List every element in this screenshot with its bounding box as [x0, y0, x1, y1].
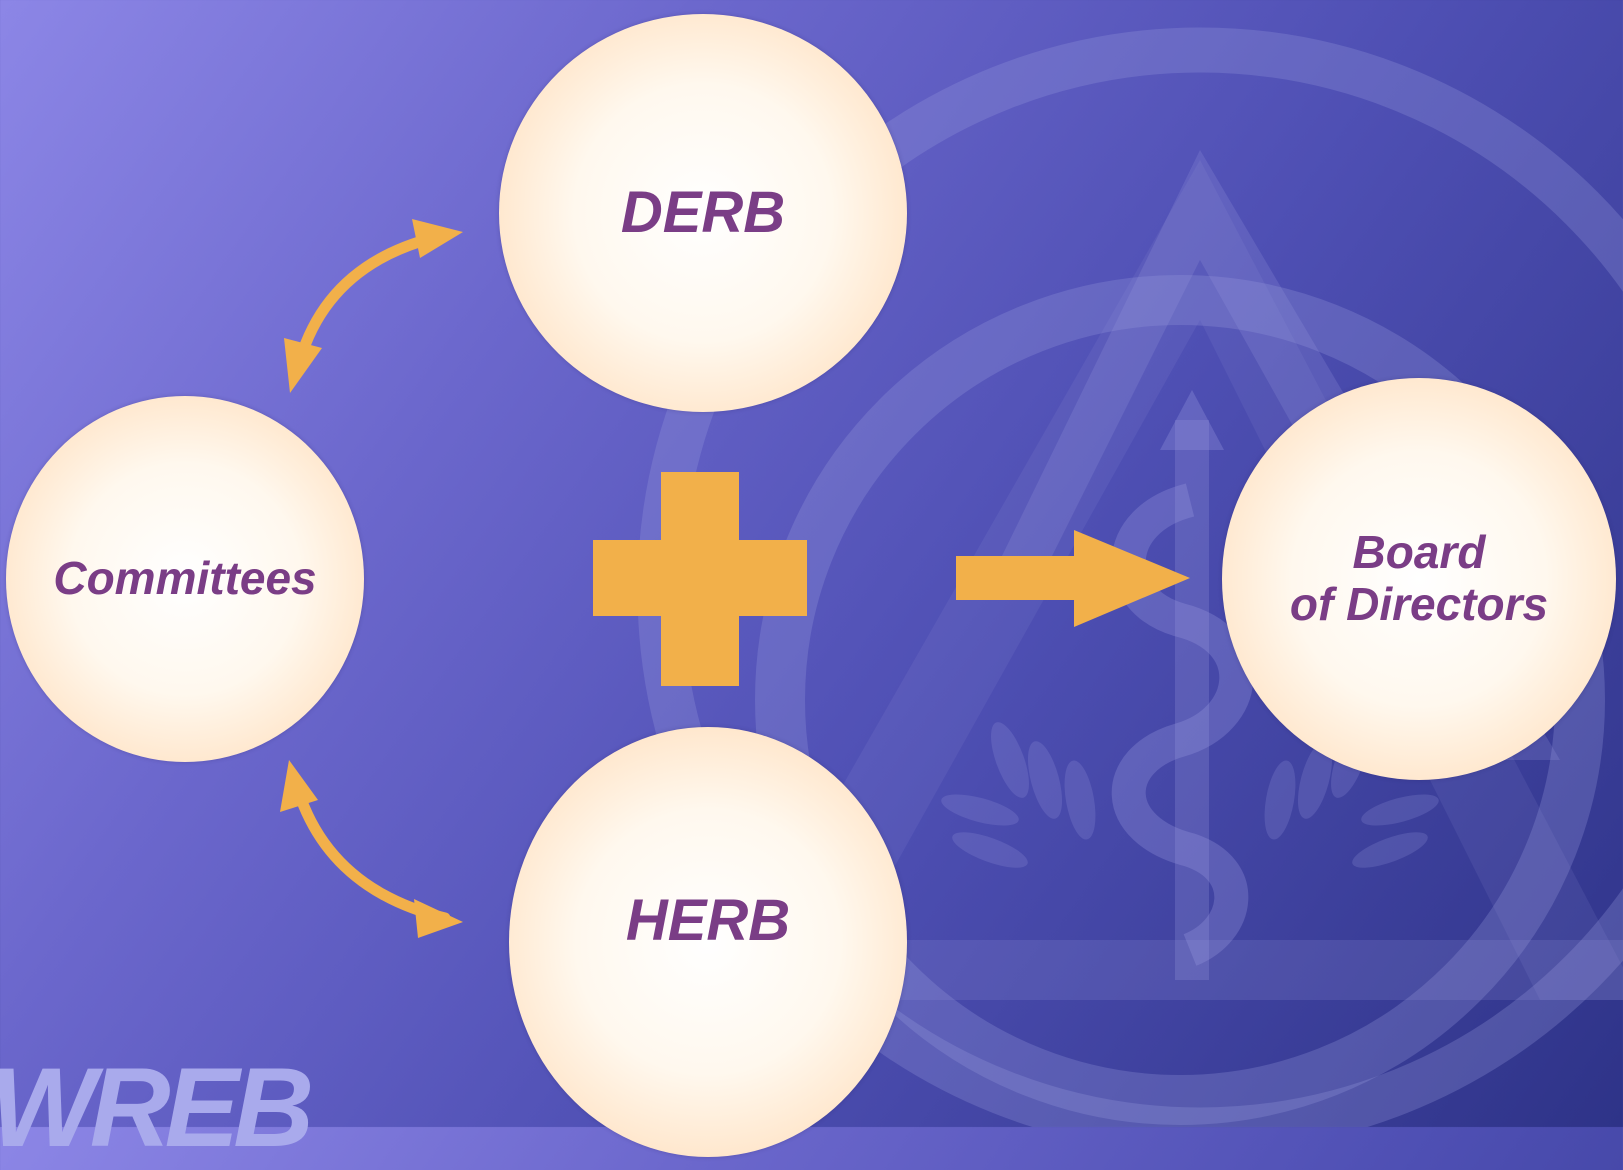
- board-label-line2: of Directors: [1289, 578, 1549, 630]
- wreb-logo: WREB: [0, 1045, 314, 1170]
- board-label: Board of Directors: [1290, 527, 1548, 630]
- plus-icon: [593, 472, 807, 686]
- right-arrow-icon: [956, 530, 1190, 627]
- derb-node: DERB: [499, 14, 907, 412]
- committees-node: Committees: [6, 396, 364, 762]
- board-of-directors-node: Board of Directors: [1222, 378, 1616, 780]
- herb-node: HERB: [509, 727, 907, 1157]
- herb-label: HERB: [625, 887, 791, 953]
- diagram-connectors: [280, 219, 1190, 938]
- curved-double-arrow-bottom: [280, 760, 463, 938]
- board-label-line1: Board: [1352, 526, 1486, 579]
- derb-label: DERB: [620, 179, 786, 245]
- curved-double-arrow-top: [284, 219, 463, 393]
- committees-label: Committees: [53, 552, 317, 605]
